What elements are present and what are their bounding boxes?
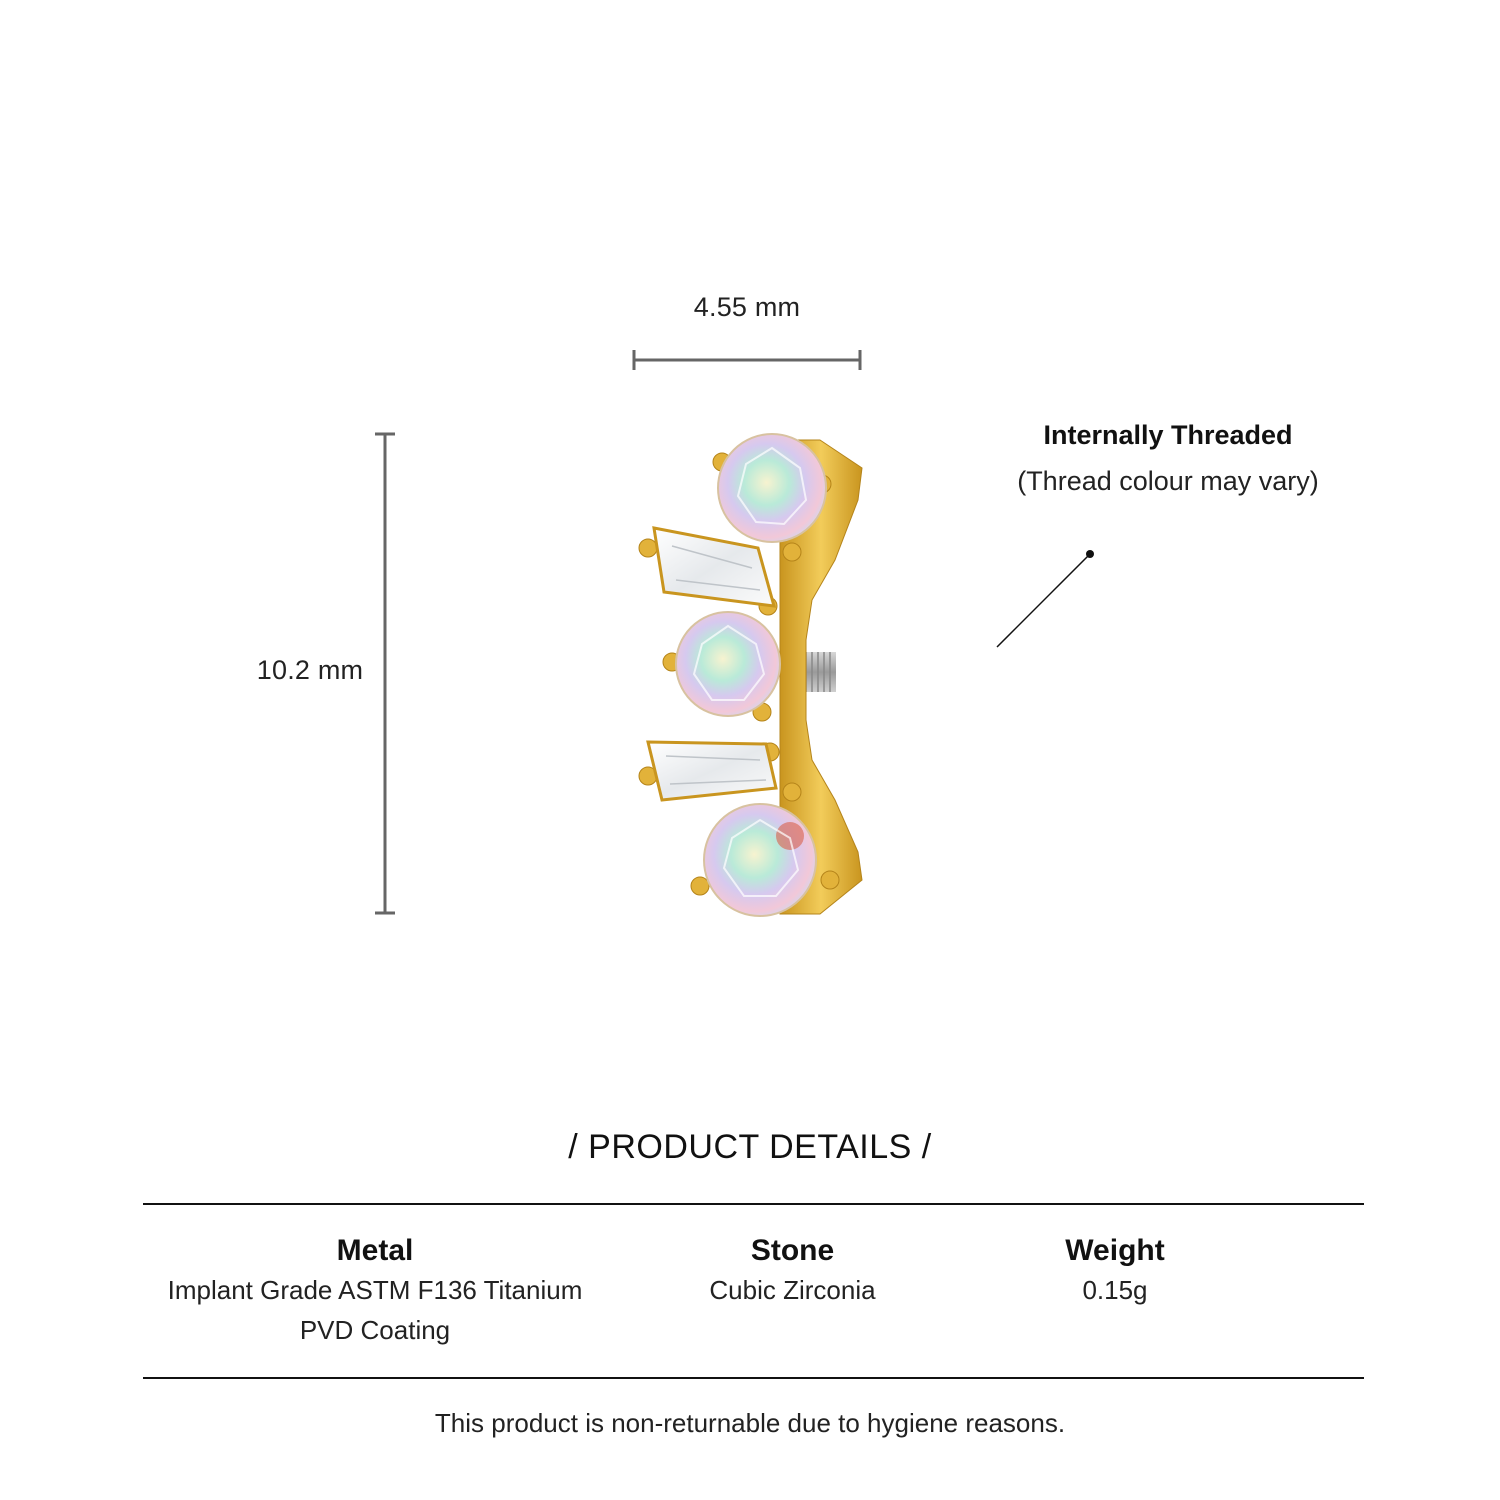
detail-column-weight: Weight 0.15g <box>990 1232 1240 1310</box>
detail-column-stone: Stone Cubic Zirconia <box>640 1232 945 1310</box>
baguette-stone-lower <box>646 740 778 802</box>
width-dimension-label: 4.55 mm <box>693 292 801 322</box>
baguette-stone-upper <box>652 526 777 608</box>
hygiene-notice: This product is non-returnable due to hy… <box>434 1408 1066 1438</box>
detail-title: Stone <box>750 1234 835 1267</box>
round-stone-bottom <box>703 803 817 917</box>
thread-note: (Thread colour may vary) <box>1017 466 1319 496</box>
detail-title: Weight <box>1065 1234 1165 1267</box>
detail-value: Implant Grade ASTM F136 Titanium <box>167 1275 583 1305</box>
product-details-heading: / PRODUCT DETAILS / <box>568 1128 932 1166</box>
width-measure-line <box>632 350 862 370</box>
height-measure-line <box>375 432 395 915</box>
thread-pointer-line <box>996 550 1094 648</box>
detail-value: Cubic Zirconia <box>709 1275 876 1305</box>
detail-value: 0.15g <box>1082 1275 1148 1305</box>
round-stone-middle <box>675 611 781 717</box>
details-divider-top <box>143 1203 1364 1205</box>
jewelry-piece <box>638 433 863 917</box>
detail-title: Metal <box>336 1234 414 1267</box>
round-stone-top <box>717 433 827 543</box>
detail-column-metal: Metal Implant Grade ASTM F136 Titanium P… <box>150 1232 600 1350</box>
thread-title: Internally Threaded <box>1043 420 1293 450</box>
details-divider-bottom <box>143 1377 1364 1379</box>
detail-value: PVD Coating <box>299 1315 451 1345</box>
height-dimension-label: 10.2 mm <box>256 655 364 685</box>
